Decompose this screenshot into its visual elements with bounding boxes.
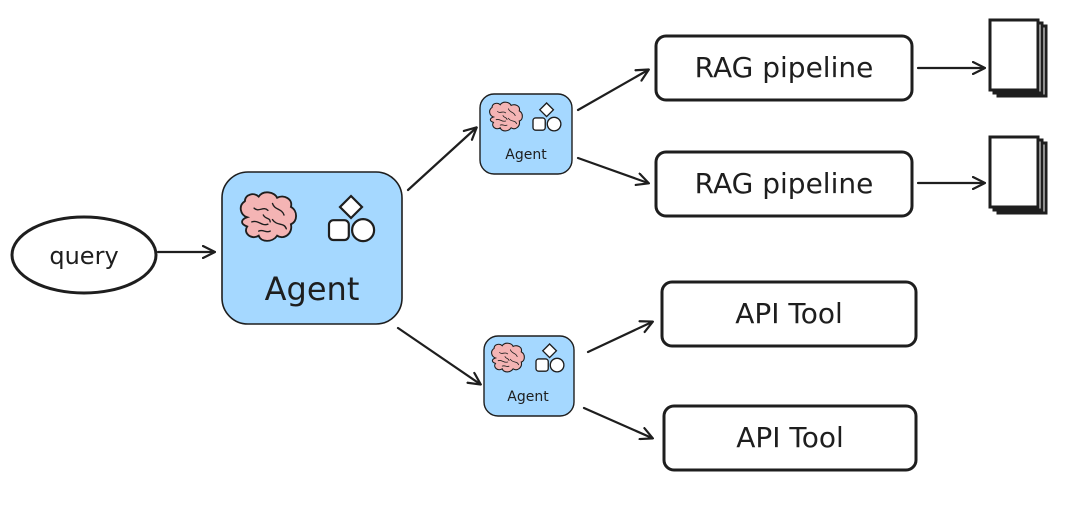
- rag-pipeline-2-node: RAG pipeline: [654, 150, 914, 218]
- arrow-agent-to-subagent-2: [396, 326, 480, 384]
- query-label: query: [49, 242, 118, 270]
- arrows: [156, 68, 984, 438]
- document-stack-icon: [988, 135, 1048, 215]
- arrow-subagent-2-to-api-1: [586, 322, 652, 354]
- sub-agent-2-label: Agent: [507, 389, 549, 405]
- query-node: query: [10, 215, 158, 295]
- brain-icon: [491, 342, 525, 373]
- rag-pipeline-1-node: RAG pipeline: [654, 34, 914, 102]
- api-tool-2-label: API Tool: [736, 421, 844, 454]
- arrow-subagent-2-to-api-2: [582, 406, 652, 438]
- arrow-agent-to-subagent-1: [406, 128, 476, 192]
- sub-agent-2-node: Agent: [483, 335, 575, 417]
- arrow-subagent-1-to-rag-1: [576, 70, 648, 112]
- rag-pipeline-1-label: RAG pipeline: [695, 51, 874, 84]
- brain-icon: [239, 191, 297, 242]
- sub-agent-1-label: Agent: [505, 147, 547, 163]
- brain-icon: [489, 101, 523, 132]
- document-stack-icon: [988, 18, 1048, 98]
- api-tool-1-label: API Tool: [735, 297, 843, 330]
- main-agent-node: Agent: [221, 171, 403, 325]
- sub-agent-1-node: Agent: [479, 93, 573, 175]
- rag-pipeline-2-label: RAG pipeline: [695, 167, 874, 200]
- main-agent-label: Agent: [265, 270, 360, 308]
- arrow-subagent-1-to-rag-2: [576, 156, 648, 183]
- api-tool-1-node: API Tool: [660, 280, 918, 348]
- api-tool-2-node: API Tool: [662, 404, 918, 472]
